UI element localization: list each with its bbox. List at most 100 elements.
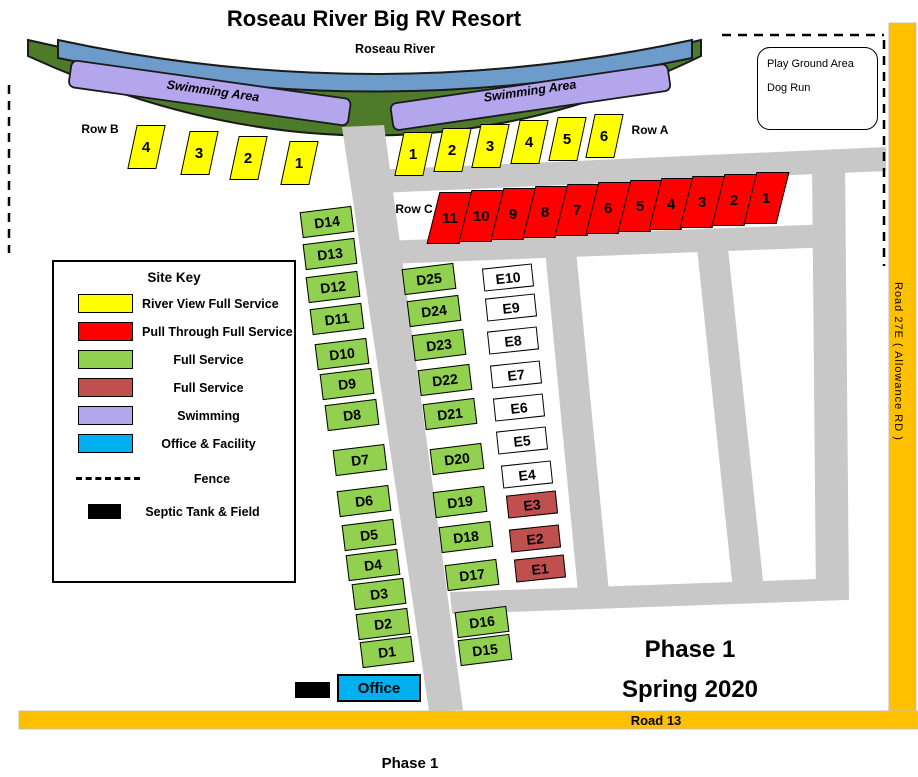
site-label: E10 xyxy=(494,267,522,287)
road-13-strip xyxy=(18,710,918,730)
legend-row-fence: Fence xyxy=(54,469,294,488)
office-building: Office xyxy=(337,674,421,702)
road-13-label: Road 13 xyxy=(630,713,682,728)
site-label: D6 xyxy=(354,491,374,511)
site-label: 9 xyxy=(508,205,518,223)
septic-tank-marker xyxy=(295,682,330,698)
legend-row-septic: Septic Tank & Field xyxy=(54,502,294,521)
site-e3: E3 xyxy=(505,489,559,519)
phase-line1: Phase 1 xyxy=(644,636,736,663)
river-label: Roseau River xyxy=(355,42,435,56)
phase-footer: Phase 1 xyxy=(381,755,439,772)
legend-septic-swatch xyxy=(88,504,121,519)
site-label: 10 xyxy=(472,207,490,225)
site-label: D22 xyxy=(431,370,459,390)
row-a-label: Row A xyxy=(631,123,669,137)
phase-annotation: Phase 1 Spring 2020 xyxy=(560,630,820,710)
legend-swatch-full-service-alt xyxy=(78,378,133,397)
site-e4: E4 xyxy=(500,459,554,489)
site-label: E5 xyxy=(512,431,532,449)
site-label: D5 xyxy=(359,525,379,545)
legend-row-river-view: River View Full Service xyxy=(54,294,294,313)
legend-label: Full Service xyxy=(173,352,244,367)
site-label: 8 xyxy=(540,203,550,221)
legend-label: Office & Facility xyxy=(161,436,256,451)
site-label: E2 xyxy=(525,529,545,547)
swimming-area-left-shape xyxy=(68,59,352,127)
legend-label: Pull Through Full Service xyxy=(142,324,293,339)
site-label: D9 xyxy=(337,374,357,394)
site-label: D19 xyxy=(446,492,474,512)
site-label: D14 xyxy=(313,212,341,232)
site-label: D2 xyxy=(373,614,393,634)
legend-label: Swimming xyxy=(177,408,240,423)
legend-row-full-service-alt: Full Service xyxy=(54,378,294,397)
road-middle-vertical xyxy=(697,248,764,590)
site-label: 2 xyxy=(729,191,739,209)
road-central xyxy=(342,125,463,711)
site-label: 3 xyxy=(485,137,495,155)
legend-row-swimming: Swimming xyxy=(54,406,294,425)
legend-fence-line xyxy=(76,477,140,480)
road-bottom-horizontal xyxy=(450,578,846,614)
site-label: E4 xyxy=(517,465,537,483)
site-label: 5 xyxy=(562,130,572,148)
site-label: D8 xyxy=(342,405,362,425)
legend-swatch-river-view xyxy=(78,294,133,313)
site-label: 4 xyxy=(524,133,534,151)
legend-label: Full Service xyxy=(173,380,244,395)
road-right-vertical xyxy=(812,160,849,600)
dog-run-label: Dog Run xyxy=(767,82,811,94)
site-e2: E2 xyxy=(508,523,562,553)
site-label: D11 xyxy=(323,309,351,329)
site-label: 2 xyxy=(447,141,457,159)
phase-line2: Spring 2020 xyxy=(621,676,759,703)
site-key-legend: Site Key River View Full Service Pull Th… xyxy=(52,260,296,583)
site-label: 4 xyxy=(141,138,151,156)
site-label: D1 xyxy=(377,642,397,662)
road-below-row-c xyxy=(382,224,833,264)
site-e9: E9 xyxy=(484,292,538,322)
legend-title: Site Key xyxy=(147,270,201,285)
site-label: D4 xyxy=(363,555,383,575)
legend-label: River View Full Service xyxy=(142,296,279,311)
site-e5: E5 xyxy=(495,425,549,455)
site-label: 4 xyxy=(666,195,676,213)
site-label: D13 xyxy=(316,244,344,264)
site-label: D17 xyxy=(458,565,486,585)
site-label: E1 xyxy=(530,559,550,577)
site-label: E7 xyxy=(506,365,526,383)
legend-row-full-service: Full Service xyxy=(54,350,294,369)
legend-swatch-pull-through xyxy=(78,322,133,341)
row-b-label: Row B xyxy=(81,122,119,136)
site-label: 6 xyxy=(599,127,609,145)
site-label: 3 xyxy=(194,144,204,162)
site-label: D10 xyxy=(328,344,356,364)
site-label: D12 xyxy=(319,277,347,297)
site-e10: E10 xyxy=(481,262,535,292)
legend-row-office: Office & Facility xyxy=(54,434,294,453)
site-label: 1 xyxy=(408,145,418,163)
site-label: 2 xyxy=(243,149,253,167)
site-label: 1 xyxy=(294,154,304,172)
site-label: D3 xyxy=(369,584,389,604)
road-left-vertical xyxy=(545,250,609,592)
site-e1: E1 xyxy=(513,553,567,583)
office-label: Office xyxy=(357,679,401,697)
site-label: D23 xyxy=(425,335,453,355)
site-label: D16 xyxy=(468,612,496,632)
site-label: D15 xyxy=(471,640,499,660)
site-label: D18 xyxy=(452,527,480,547)
site-label: 11 xyxy=(441,209,457,227)
legend-swatch-full-service xyxy=(78,350,133,369)
site-e7: E7 xyxy=(489,359,543,389)
page-title: Roseau River Big RV Resort xyxy=(226,6,522,31)
legend-row-pull-through: Pull Through Full Service xyxy=(54,322,294,341)
site-label: 7 xyxy=(572,201,582,219)
site-label: 1 xyxy=(761,189,771,207)
swimming-area-right-shape xyxy=(389,63,672,131)
site-e6: E6 xyxy=(492,392,546,422)
site-label: E6 xyxy=(509,398,529,416)
